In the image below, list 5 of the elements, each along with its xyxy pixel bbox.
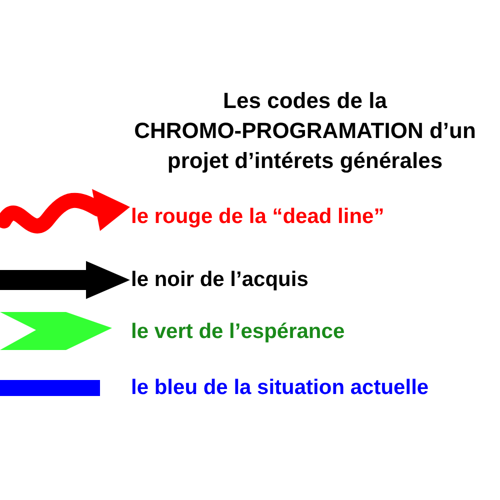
- title: Les codes de la CHROMO-PROGRAMATION d’un projet d’intérets générales: [133, 87, 477, 175]
- legend-label: le noir de l’acquis: [131, 267, 308, 293]
- legend-label: le rouge de la “dead line”: [131, 204, 384, 230]
- legend-label: le bleu de la situation actuelle: [131, 375, 429, 401]
- legend-label: le vert de l’espérance: [131, 319, 345, 345]
